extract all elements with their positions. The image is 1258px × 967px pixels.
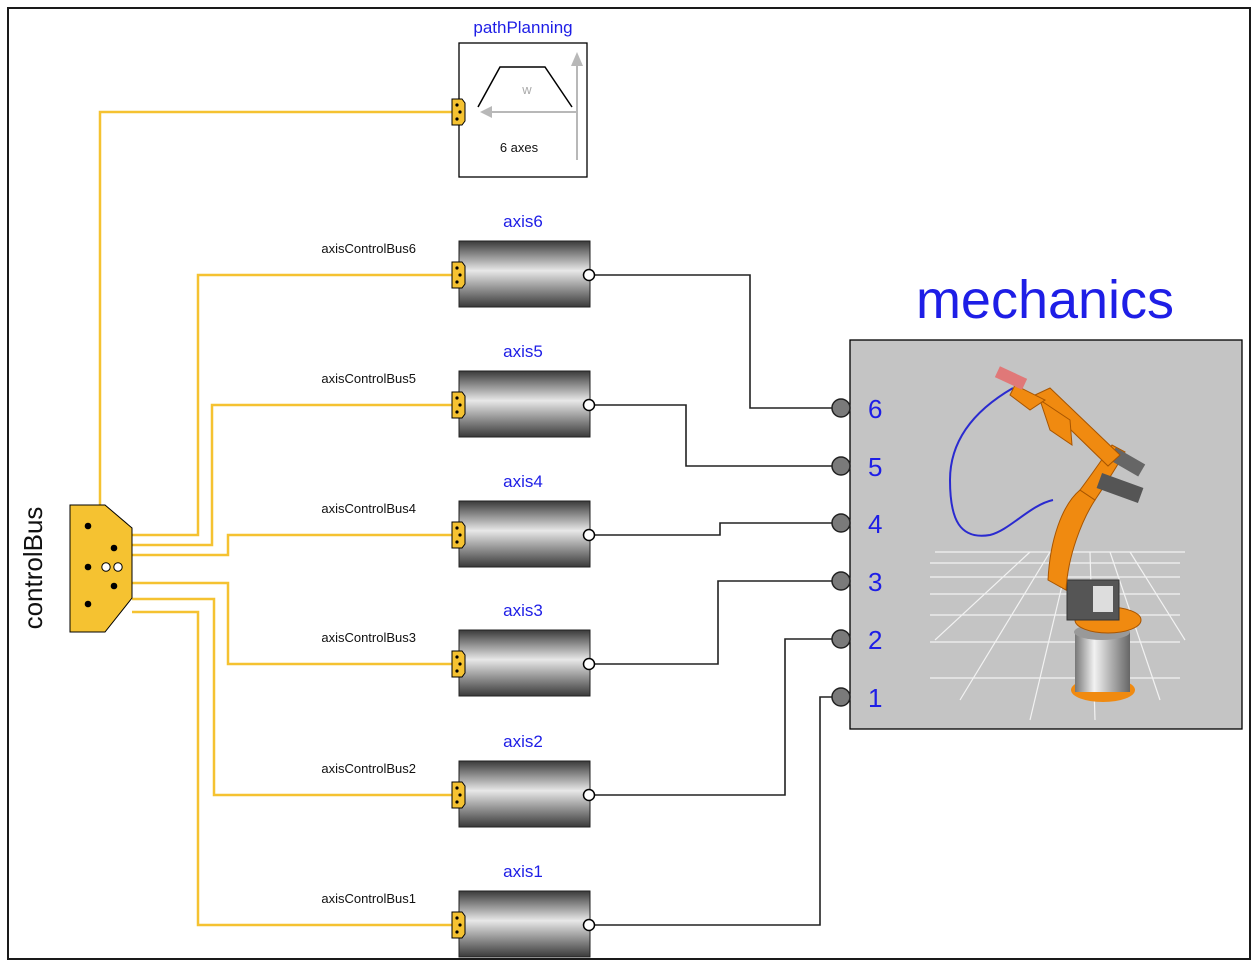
axis-flange-port-1[interactable] — [582, 918, 596, 932]
axis-block-4[interactable]: axis4 axisControlBus4 — [321, 472, 596, 568]
axis-block-6[interactable]: axis6 axisControlBus6 — [321, 212, 596, 308]
bus-wire-axis2[interactable] — [132, 597, 452, 797]
axis-flange-port-4[interactable] — [582, 528, 596, 542]
signal-wire-axis5[interactable] — [595, 404, 832, 467]
signal-wire-axis4[interactable] — [595, 522, 832, 536]
axis-title-1: axis1 — [503, 862, 543, 881]
axis-bus-port-6[interactable] — [451, 261, 466, 289]
axis-control-bus-label-1: axisControlBus1 — [321, 891, 416, 906]
axis-block-2[interactable]: axis2 axisControlBus2 — [321, 732, 596, 828]
mechanics-port-3[interactable]: 3 — [831, 567, 882, 597]
axis-title-3: axis3 — [503, 601, 543, 620]
axis-block-3[interactable]: axis3 axisControlBus3 — [321, 601, 596, 697]
path-planning-block[interactable]: pathPlanning w 6 axes — [458, 18, 588, 178]
mechanics-port-label-2: 2 — [868, 625, 882, 655]
axis-control-bus-label-4: axisControlBus4 — [321, 501, 416, 516]
axis-flange-port-3[interactable] — [582, 657, 596, 671]
axis-flange-port-5[interactable] — [582, 398, 596, 412]
diagram-frame — [7, 7, 1251, 960]
path-planning-icon-letter: w — [521, 82, 532, 97]
axis-title-6: axis6 — [503, 212, 543, 231]
axis-title-5: axis5 — [503, 342, 543, 361]
mechanics-port-label-5: 5 — [868, 452, 882, 482]
bus-wire-axis4[interactable] — [132, 533, 452, 557]
axis-control-bus-label-2: axisControlBus2 — [321, 761, 416, 776]
bus-wire-pathplanning[interactable] — [98, 110, 452, 505]
axis-block-5[interactable]: axis5 axisControlBus5 — [321, 342, 596, 438]
signal-wire-axis6[interactable] — [595, 274, 832, 409]
mechanics-port-6[interactable]: 6 — [831, 394, 882, 424]
axis-flange-port-6[interactable] — [582, 268, 596, 282]
axis-bus-port-2[interactable] — [451, 781, 466, 809]
mechanics-port-label-6: 6 — [868, 394, 882, 424]
axis-block-1[interactable]: axis1 axisControlBus1 — [321, 862, 596, 958]
signal-wire-axis3[interactable] — [595, 580, 832, 665]
path-planning-bus-connector[interactable] — [451, 98, 466, 126]
axis-control-bus-label-6: axisControlBus6 — [321, 241, 416, 256]
mechanics-port-2[interactable]: 2 — [831, 625, 882, 655]
axis-bus-port-3[interactable] — [451, 650, 466, 678]
industrial-robot-arm-icon — [994, 366, 1146, 702]
mechanics-port-5[interactable]: 5 — [831, 452, 882, 482]
mechanics-port-label-1: 1 — [868, 683, 882, 713]
signal-wires — [595, 274, 832, 926]
mechanics-port-label-4: 4 — [868, 509, 882, 539]
mechanics-port-1[interactable]: 1 — [831, 683, 882, 713]
control-bus-label: controlBus — [18, 507, 48, 630]
trapezoid-profile-icon: w — [477, 52, 583, 160]
axes-layer: axis6 axisControlBus6 axis5 axisControlBus5… — [321, 212, 596, 958]
mechanics-port-label-3: 3 — [868, 567, 882, 597]
axis-bus-port-1[interactable] — [451, 911, 466, 939]
axis-bus-port-5[interactable] — [451, 391, 466, 419]
bus-wire-axis5[interactable] — [132, 403, 452, 547]
path-planning-caption: 6 axes — [500, 140, 539, 155]
axis-control-bus-label-3: axisControlBus3 — [321, 630, 416, 645]
path-planning-title: pathPlanning — [473, 18, 572, 37]
path-planning-bus-port[interactable] — [451, 98, 466, 126]
mechanics-title: mechanics — [916, 270, 1174, 330]
bus-wires — [98, 110, 452, 927]
axis-bus-port-4[interactable] — [451, 521, 466, 549]
mechanics-ports: 6 5 4 3 2 1 — [831, 394, 882, 713]
axis-control-bus-label-5: axisControlBus5 — [321, 371, 416, 386]
axis-title-2: axis2 — [503, 732, 543, 751]
trajectory-curve — [948, 387, 1054, 537]
axis-title-4: axis4 — [503, 472, 543, 491]
bus-wire-axis3[interactable] — [132, 581, 452, 666]
signal-wire-axis1[interactable] — [595, 696, 832, 926]
bus-wire-axis6[interactable] — [132, 273, 452, 537]
signal-wire-axis2[interactable] — [595, 638, 832, 796]
bus-wire-axis1[interactable] — [132, 610, 452, 927]
axis-flange-port-2[interactable] — [582, 788, 596, 802]
mechanics-port-4[interactable]: 4 — [831, 509, 882, 539]
mechanics-block[interactable]: 6 5 4 3 2 1 — [831, 339, 1243, 730]
control-bus-connector[interactable] — [69, 504, 133, 633]
